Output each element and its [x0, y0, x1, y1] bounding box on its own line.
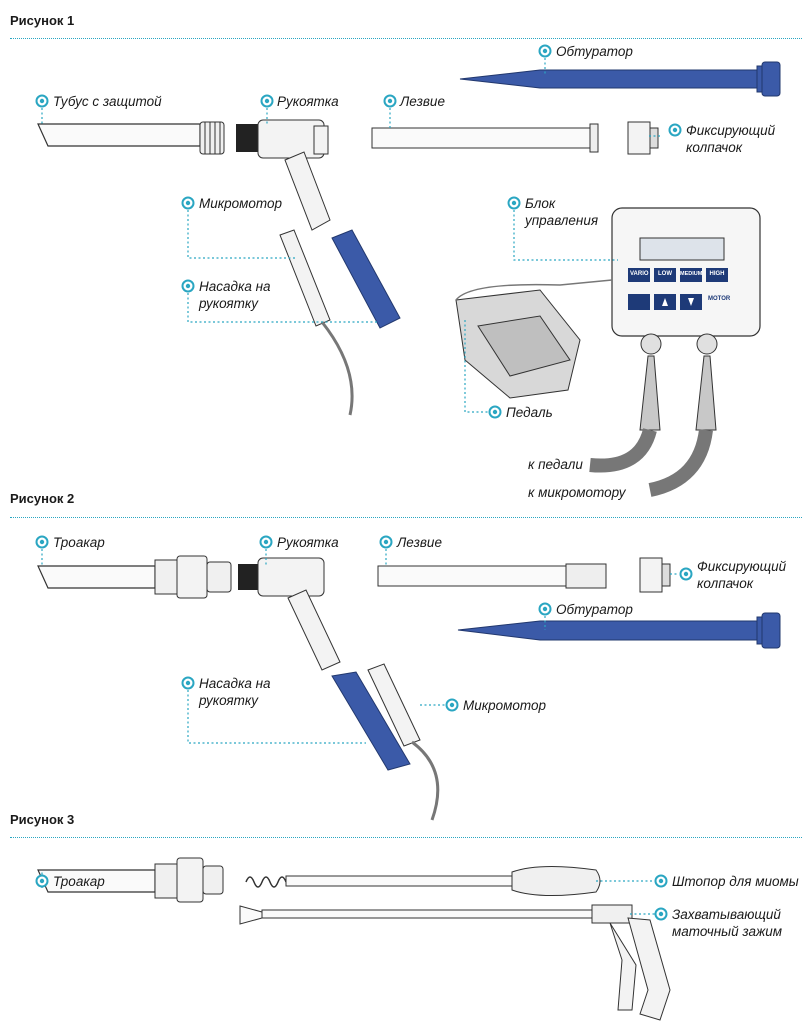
marker-micromotor-fig2 [445, 698, 459, 712]
label-micromotor-fig2: Микромотор [463, 698, 547, 713]
trocar-fig2 [37, 555, 232, 599]
label-pedal: Педаль [506, 405, 553, 420]
marker-tubus [35, 94, 49, 108]
control-unit [589, 207, 761, 497]
label-cap-fig1: Фиксирующий колпачок [686, 123, 776, 155]
label-shtopor: Штопор для миомы [672, 874, 799, 889]
marker-lezvie [383, 94, 397, 108]
label-troakar-fig2: Троакар [53, 535, 105, 550]
marker-troakar-fig3 [35, 874, 49, 888]
separator-1 [10, 38, 802, 39]
marker-pedal [488, 405, 502, 419]
figure-2-title: Рисунок 2 [10, 491, 75, 506]
vario-button: VARIO [630, 271, 649, 277]
marker-obturator-fig2 [538, 602, 552, 616]
label-lezvie-fig2: Лезвие [397, 535, 442, 550]
leader-lines-fig2 [41, 549, 678, 744]
label-micromotor-fig1: Микромотор [199, 196, 283, 211]
low-button: LOW [658, 271, 672, 277]
uterine-grasper [239, 904, 671, 1021]
separator-3 [10, 837, 802, 838]
trocar-fig3 [37, 857, 224, 903]
marker-zazhim [654, 907, 668, 921]
marker-cap-fig2 [679, 567, 693, 581]
tubus-fig1 [37, 121, 225, 155]
label-to-pedal: к педали [528, 457, 583, 472]
figure-1-title: Рисунок 1 [10, 13, 75, 28]
label-nasadka-fig1: Насадка на рукоятку [199, 279, 271, 311]
marker-blok [507, 196, 521, 210]
label-zazhim: Захватывающий маточный зажим [672, 907, 783, 939]
marker-lezvie-fig2 [379, 535, 393, 549]
cap-fig1 [627, 121, 659, 155]
handle-fig2 [238, 557, 341, 671]
marker-rukoyatka [260, 94, 274, 108]
handle-fig1 [236, 119, 331, 231]
micromotor-fig2 [367, 663, 440, 821]
label-blok: Блок управления [525, 196, 599, 228]
nasadka-fig1 [331, 229, 401, 329]
label-troakar-fig3: Троакар [53, 874, 105, 889]
label-nasadka-fig2: Насадка на рукоятку [199, 676, 271, 708]
figure-3-title: Рисунок 3 [10, 812, 75, 827]
label-obturator-fig1: Обтуратор [556, 44, 633, 59]
label-rukoyatka-fig2: Рукоятка [277, 535, 339, 550]
medium-button: MEDIUM [680, 271, 703, 277]
high-button: HIGH [709, 271, 725, 277]
label-tubus: Тубус с защитой [53, 94, 162, 109]
blade-fig1 [371, 123, 599, 153]
marker-micromotor [181, 196, 195, 210]
marker-rukoyatka-fig2 [259, 535, 273, 549]
marker-nasadka [181, 279, 195, 293]
pedal [455, 279, 613, 399]
label-obturator-fig2: Обтуратор [556, 602, 633, 617]
separator-2 [10, 517, 802, 518]
blade-fig2 [377, 563, 607, 589]
label-cap-fig2: Фиксирующий колпачок [697, 559, 787, 591]
label-rukoyatka-fig1: Рукоятка [277, 94, 339, 109]
marker-troakar-fig2 [35, 535, 49, 549]
marker-cap [668, 123, 682, 137]
marker-shtopor [654, 874, 668, 888]
cap-fig2 [639, 557, 671, 593]
nasadka-fig2 [331, 671, 411, 771]
label-to-motor: к микромотору [528, 485, 626, 500]
marker-nasadka-fig2 [181, 676, 195, 690]
myoma-screw [245, 865, 601, 897]
micromotor-fig1 [279, 229, 354, 416]
marker-obturator [538, 44, 552, 58]
label-lezvie-fig1: Лезвие [400, 94, 445, 109]
obturator-fig1 [459, 61, 781, 97]
motor-label: MOTOR [708, 296, 731, 302]
leader-lines-fig1 [41, 58, 660, 413]
obturator-fig2 [457, 612, 781, 649]
